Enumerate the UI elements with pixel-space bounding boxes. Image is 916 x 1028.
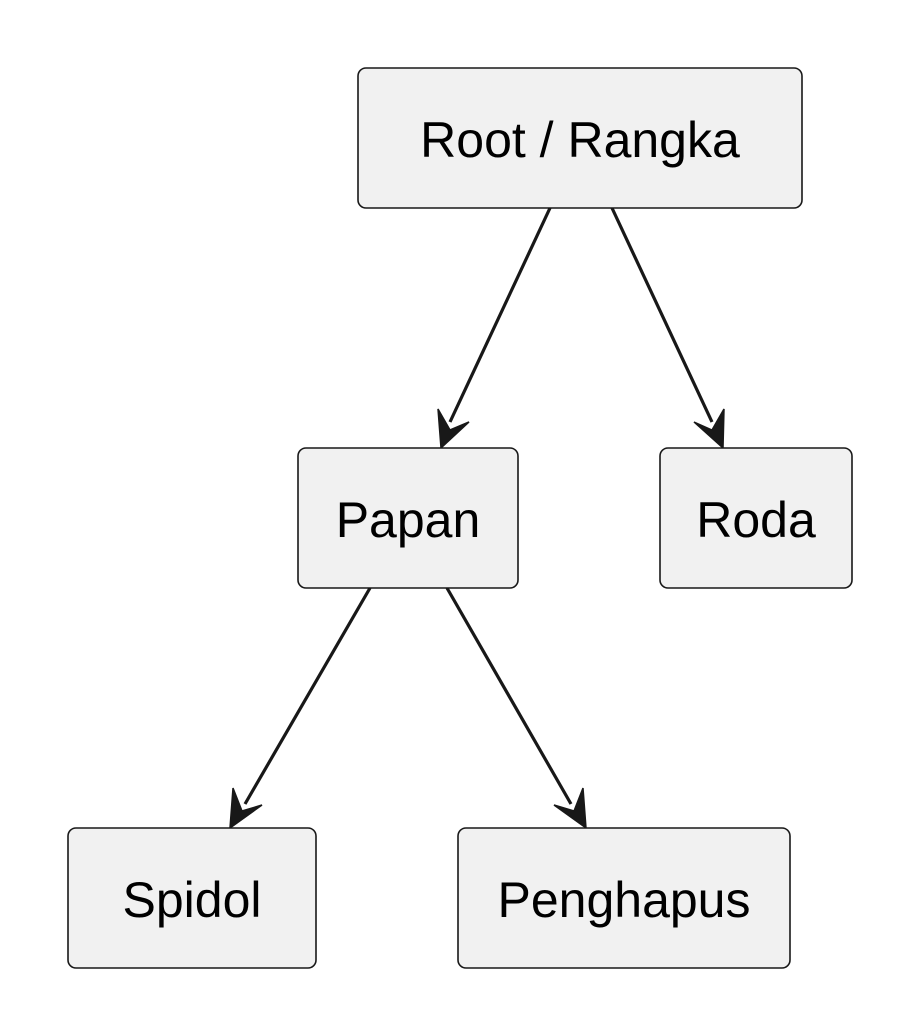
- edge-root-to-papan: [437, 207, 552, 450]
- node-root: Root / Rangka: [357, 67, 803, 209]
- node-roda-label: Roda: [696, 492, 816, 548]
- edge-papan-to-spidol: [229, 587, 372, 830]
- node-penghapus-label: Penghapus: [497, 872, 750, 928]
- node-root-label: Root / Rangka: [420, 112, 740, 168]
- node-roda: Roda: [659, 447, 853, 589]
- node-penghapus: Penghapus: [457, 827, 791, 969]
- node-papan-label: Papan: [336, 492, 481, 548]
- node-papan: Papan: [297, 447, 519, 589]
- edge-papan-to-penghapus: [445, 587, 587, 830]
- node-spidol: Spidol: [67, 827, 317, 969]
- edge-root-to-roda: [610, 207, 725, 450]
- node-spidol-label: Spidol: [123, 872, 262, 928]
